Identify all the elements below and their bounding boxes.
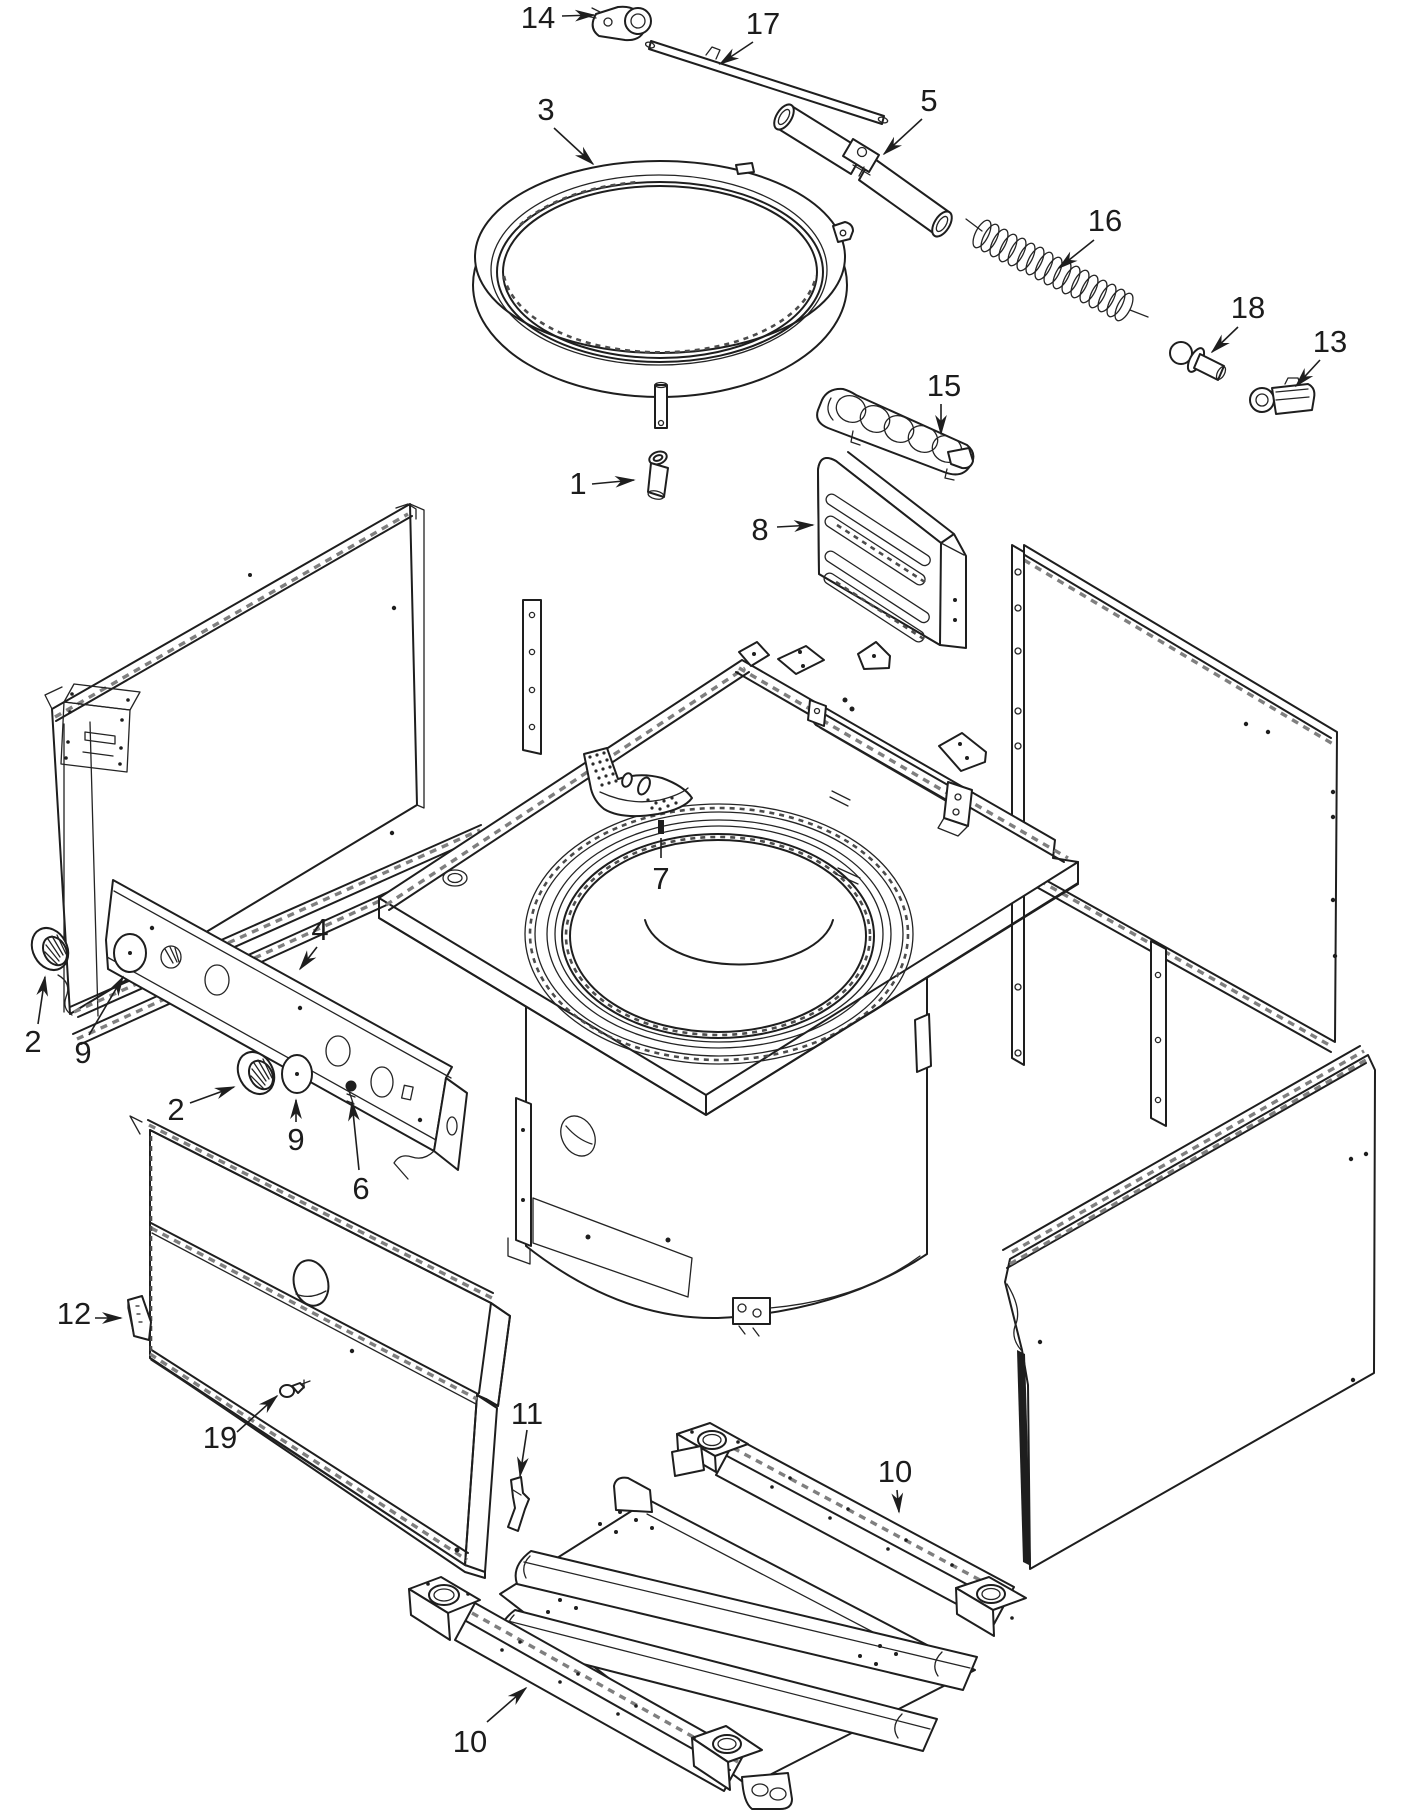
svg-text:17: 17 [746,6,780,41]
svg-text:7: 7 [652,861,669,896]
svg-text:6: 6 [352,1171,369,1206]
svg-text:2: 2 [24,1024,41,1059]
svg-text:5: 5 [920,83,937,118]
svg-text:2: 2 [167,1092,184,1127]
svg-text:12: 12 [57,1296,91,1331]
svg-text:9: 9 [74,1035,91,1070]
svg-text:14: 14 [521,0,555,35]
svg-text:9: 9 [287,1122,304,1157]
svg-text:3: 3 [537,92,554,127]
svg-text:11: 11 [511,1396,543,1431]
svg-text:10: 10 [453,1724,487,1759]
svg-text:10: 10 [878,1454,912,1489]
svg-text:4: 4 [311,912,328,947]
svg-text:18: 18 [1231,290,1265,325]
svg-text:13: 13 [1313,324,1347,359]
svg-text:1: 1 [569,466,586,501]
svg-text:15: 15 [927,368,961,403]
svg-text:8: 8 [751,512,768,547]
svg-text:19: 19 [203,1420,237,1455]
svg-text:16: 16 [1088,203,1122,238]
